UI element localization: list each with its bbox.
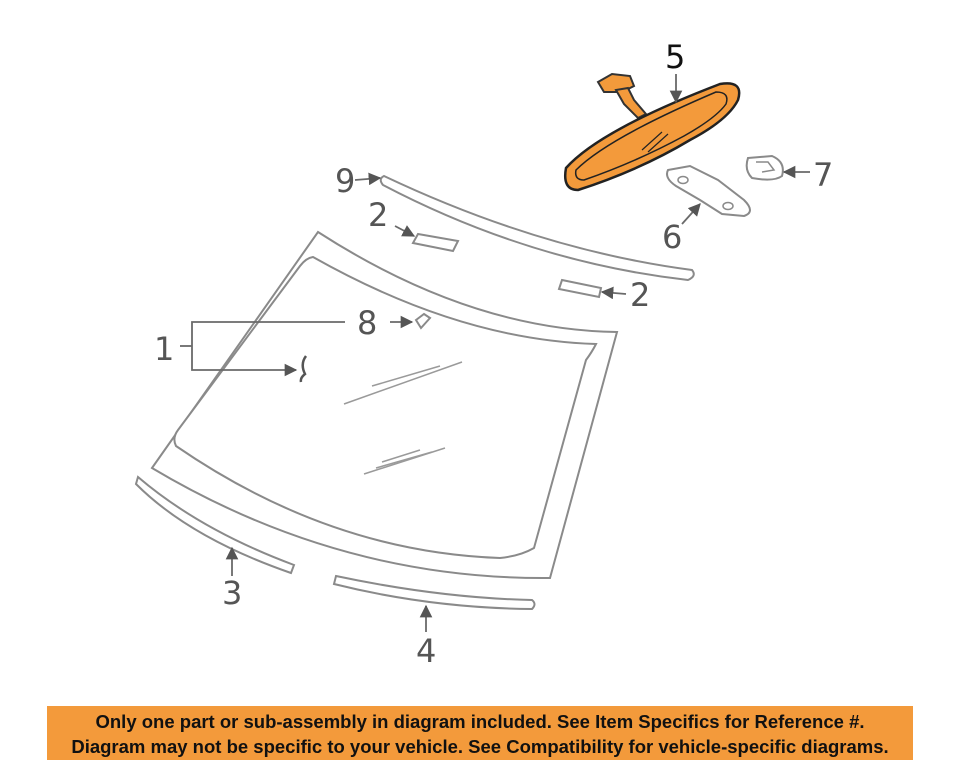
callout-2a: 2 [368,196,388,234]
rearview-mirror-part-5 [564,72,741,192]
lower-left-molding [134,475,296,575]
callout-2b: 2 [630,276,650,314]
notice-line-1: Only one part or sub-assembly in diagram… [95,711,865,732]
lower-molding [332,574,536,611]
mirror-stem [614,86,648,120]
clip-part-1 [299,355,308,383]
pad-part-8 [414,312,432,330]
notice-line-2: Diagram may not be specific to your vehi… [71,736,889,757]
callout-3: 3 [222,574,242,612]
callout-7: 7 [813,156,833,194]
callout-6: 6 [662,218,682,256]
notice-banner: Only one part or sub-assembly in diagram… [47,706,913,760]
windshield-inner-border [173,255,598,560]
pad-part-7 [745,154,784,181]
mirror-body [564,82,741,192]
mirror-bracket-part-6 [666,164,751,218]
upper-molding-strip [379,174,695,282]
label-part-2a [411,232,460,253]
callout-5: 5 [665,38,685,76]
callout-8: 8 [357,304,377,342]
mirror-inner-edge [574,91,728,181]
windshield-parts-diagram: 9 2 2 8 1 3 4 5 6 7 [134,38,833,670]
label-part-2b [557,278,603,299]
callout-4: 4 [416,632,436,670]
callout-1: 1 [154,330,174,368]
glass-glare-lines [343,361,463,475]
callout-9: 9 [335,162,355,200]
leader-lines [180,74,810,632]
